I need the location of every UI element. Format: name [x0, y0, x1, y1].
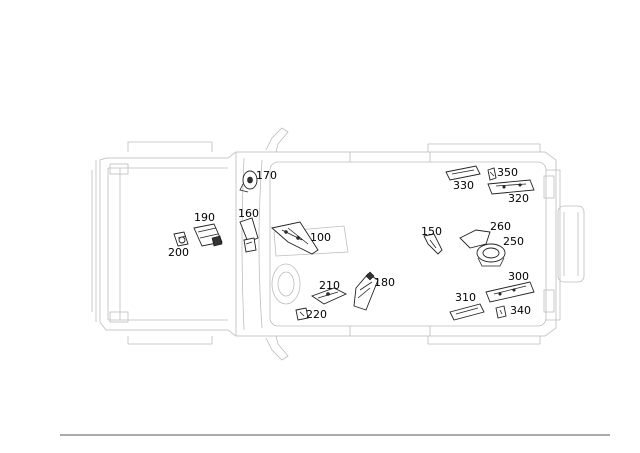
callout-180: 180 [374, 276, 395, 289]
callout-220: 220 [306, 308, 327, 321]
part-340 [495, 305, 507, 319]
part-160 [239, 217, 259, 253]
callout-200: 200 [168, 246, 189, 259]
vehicle-outline [91, 127, 585, 361]
callout-320: 320 [508, 192, 529, 205]
part-100 [271, 221, 319, 255]
callout-100: 100 [310, 231, 331, 244]
callout-350: 350 [497, 166, 518, 179]
callout-160: 160 [238, 207, 259, 220]
callout-150: 150 [421, 225, 442, 238]
part-150 [423, 233, 443, 255]
part-200 [173, 231, 189, 247]
part-330 [445, 165, 481, 181]
callout-210: 210 [319, 279, 340, 292]
callout-340: 340 [510, 304, 531, 317]
part-350 [487, 167, 497, 181]
part-190 [193, 223, 223, 247]
part-180 [353, 271, 379, 311]
callout-310: 310 [455, 291, 476, 304]
part-300 [485, 281, 535, 303]
part-170 [239, 170, 258, 193]
part-320 [487, 179, 535, 195]
part-310 [449, 303, 485, 321]
part-210 [311, 287, 348, 305]
callout-330: 330 [453, 179, 474, 192]
part-260 [459, 229, 491, 249]
callout-170: 170 [256, 169, 277, 182]
callout-190: 190 [194, 211, 215, 224]
part-220 [295, 307, 309, 321]
part-250 [476, 243, 506, 267]
callout-260: 260 [490, 220, 511, 233]
callout-300: 300 [508, 270, 529, 283]
callout-250: 250 [503, 235, 524, 248]
